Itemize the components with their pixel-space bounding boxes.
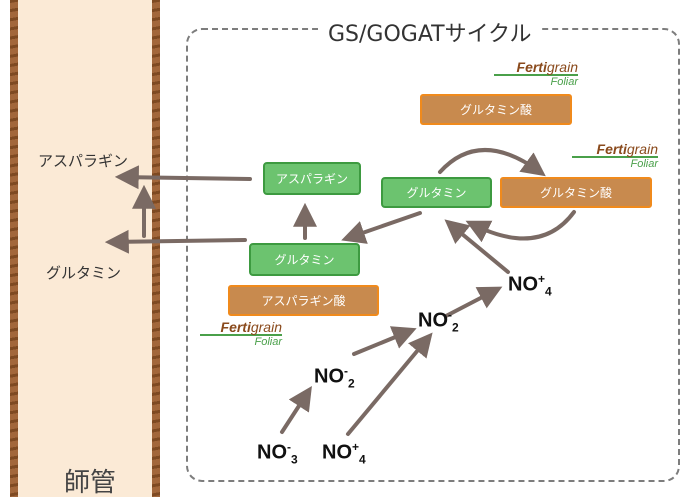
phloem-glutamine-label: グルタミン	[46, 264, 122, 282]
phloem-column	[10, 0, 160, 497]
ammonium-top-label: NO+4	[508, 272, 552, 299]
aspartic-acid-box: アスパラギン酸	[228, 285, 379, 316]
arrow-asparagine-to-phloem	[114, 165, 252, 190]
arrow-cycle-top	[438, 148, 546, 177]
arrow-ammonium-bottom-to-nitrite	[346, 332, 433, 436]
cycle-glutamine-lower-box: グルタミン	[249, 243, 360, 276]
arrow-cycle-bottom	[465, 210, 576, 243]
arrow-nitrite-to-ammonium	[444, 286, 503, 318]
phloem-label: 師管	[63, 468, 116, 498]
arrow-glutamine-to-phloem	[104, 229, 247, 254]
nitrate-label: NO-3	[257, 440, 298, 467]
cycle-asparagine-box: アスパラギン	[263, 162, 361, 195]
phloem-asparagine-label: アスパラギン	[38, 152, 129, 170]
arrow-nitrate-to-nitrite	[280, 385, 312, 434]
nitrite-mid-label: NO-2	[418, 308, 459, 335]
arrow-ammonium-to-glutamine	[444, 219, 510, 274]
fertigrain-logo-left: Fertigrain Foliar	[200, 320, 282, 348]
fertigrain-logo-top: Fertigrain Foliar	[494, 60, 578, 88]
glutamic-acid-right-box: グルタミン酸	[500, 177, 652, 208]
arrow-nitrite-low-to-mid	[352, 326, 417, 356]
nitrite-low-label: NO-2	[314, 364, 355, 391]
fertigrain-logo-right: Fertigrain Foliar	[572, 142, 658, 170]
cycle-title: GS/GOGATサイクル	[318, 16, 542, 48]
phloem-right-wall	[152, 0, 160, 497]
phloem-left-wall	[10, 0, 18, 497]
cycle-glutamine-center-box: グルタミン	[381, 177, 492, 208]
arrow-center-to-lower-glutamine	[341, 211, 422, 244]
ammonium-bottom-label: NO+4	[322, 440, 366, 467]
glutamic-acid-top-box: グルタミン酸	[420, 94, 572, 125]
